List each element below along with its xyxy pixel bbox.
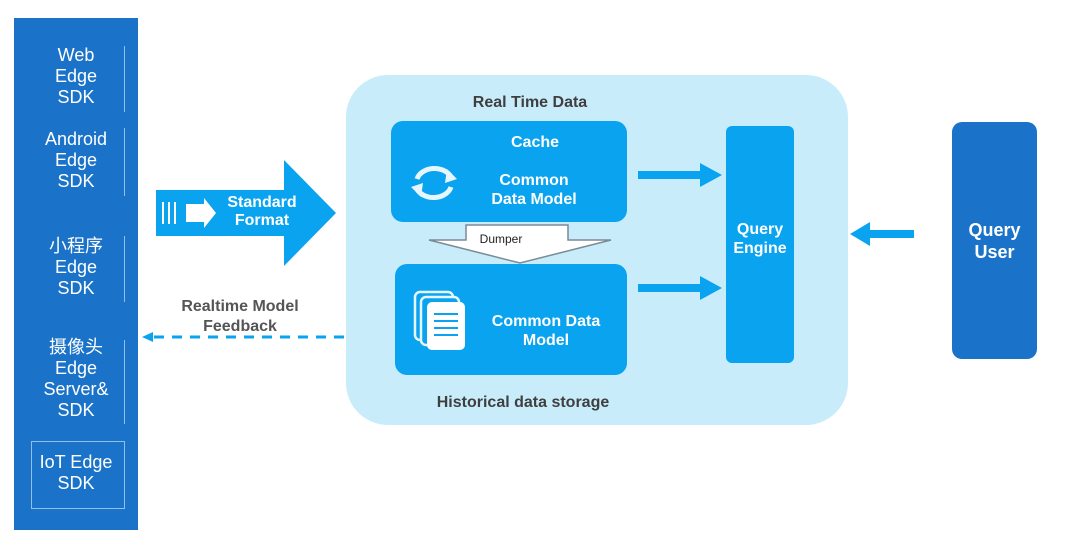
query-engine-label: Query Engine — [726, 220, 794, 258]
refresh-cycle-icon — [411, 165, 457, 201]
sdk-line: SDK — [57, 278, 95, 298]
feedback-dashed-arrow — [142, 332, 347, 342]
query-engine-line2: Engine — [733, 240, 787, 257]
sdk-item-web: Web Edge SDK — [14, 45, 138, 108]
sdk-line: 摄像头 — [49, 337, 103, 357]
query-user-label: Query User — [952, 219, 1037, 263]
sdk-item-miniprogram: 小程序 Edge SDK — [14, 236, 138, 299]
cache-to-engine-arrow — [638, 163, 722, 187]
divider — [124, 46, 125, 112]
divider — [124, 340, 125, 424]
hist-model-line1: Common Data — [491, 313, 601, 330]
right-arrow-icon — [186, 198, 216, 228]
historical-storage-title: Historical data storage — [436, 394, 610, 411]
feedback-label: Realtime Model Feedback — [150, 297, 330, 337]
history-to-engine-arrow — [638, 276, 722, 300]
dumper-arrow — [428, 224, 612, 264]
cache-label: Cache — [510, 134, 560, 151]
sdk-item-iot-box — [31, 441, 125, 509]
query-engine-box — [726, 126, 794, 363]
rt-model-line1: Common — [499, 172, 569, 189]
query-engine-line1: Query — [736, 221, 784, 238]
rt-model-line2: Data Model — [491, 191, 577, 208]
dumper-label: Dumper — [479, 232, 523, 246]
query-user-line2: User — [974, 242, 1015, 262]
document-stack-icon — [413, 290, 465, 350]
standard-format-arrow — [156, 160, 336, 266]
sdk-line: Server& — [43, 379, 109, 399]
sdk-line: IoT Edge — [39, 452, 113, 472]
standard-format-line2: Format — [234, 212, 290, 229]
sdk-line: Android — [44, 129, 108, 149]
sdk-line: Edge — [54, 150, 98, 170]
sdk-line: SDK — [57, 171, 95, 191]
sdk-line: SDK — [57, 400, 95, 420]
feedback-line1: Realtime Model — [181, 298, 299, 315]
sdk-item-android: Android Edge SDK — [14, 129, 138, 192]
sdk-line: Web — [57, 45, 95, 65]
real-time-data-title: Real Time Data — [472, 94, 588, 111]
standard-format-label: Standard Format — [222, 194, 302, 230]
sdk-line: 小程序 — [49, 236, 103, 256]
sdk-panel: Web Edge SDK Android Edge SDK 小程序 Edge S… — [14, 18, 138, 530]
query-user-line1: Query — [968, 220, 1021, 240]
sdk-line: SDK — [57, 87, 95, 107]
divider — [124, 128, 125, 196]
sdk-line: Edge — [54, 66, 98, 86]
query-user-box — [952, 122, 1037, 359]
hist-model-line2: Model — [522, 332, 570, 349]
feedback-line2: Feedback — [203, 318, 277, 335]
sdk-line: Edge — [54, 257, 98, 277]
sdk-line: SDK — [57, 473, 95, 493]
standard-format-line1: Standard — [227, 194, 297, 211]
divider — [124, 236, 125, 302]
sdk-item-camera: 摄像头 Edge Server& SDK — [14, 337, 138, 421]
cache-box: Cache Common Data Model — [391, 121, 627, 222]
sdk-line: Edge — [54, 358, 98, 378]
user-to-engine-arrow — [850, 222, 914, 246]
sdk-item-iot: IoT Edge SDK — [14, 452, 138, 494]
historical-model-box: Common Data Model — [395, 264, 627, 375]
